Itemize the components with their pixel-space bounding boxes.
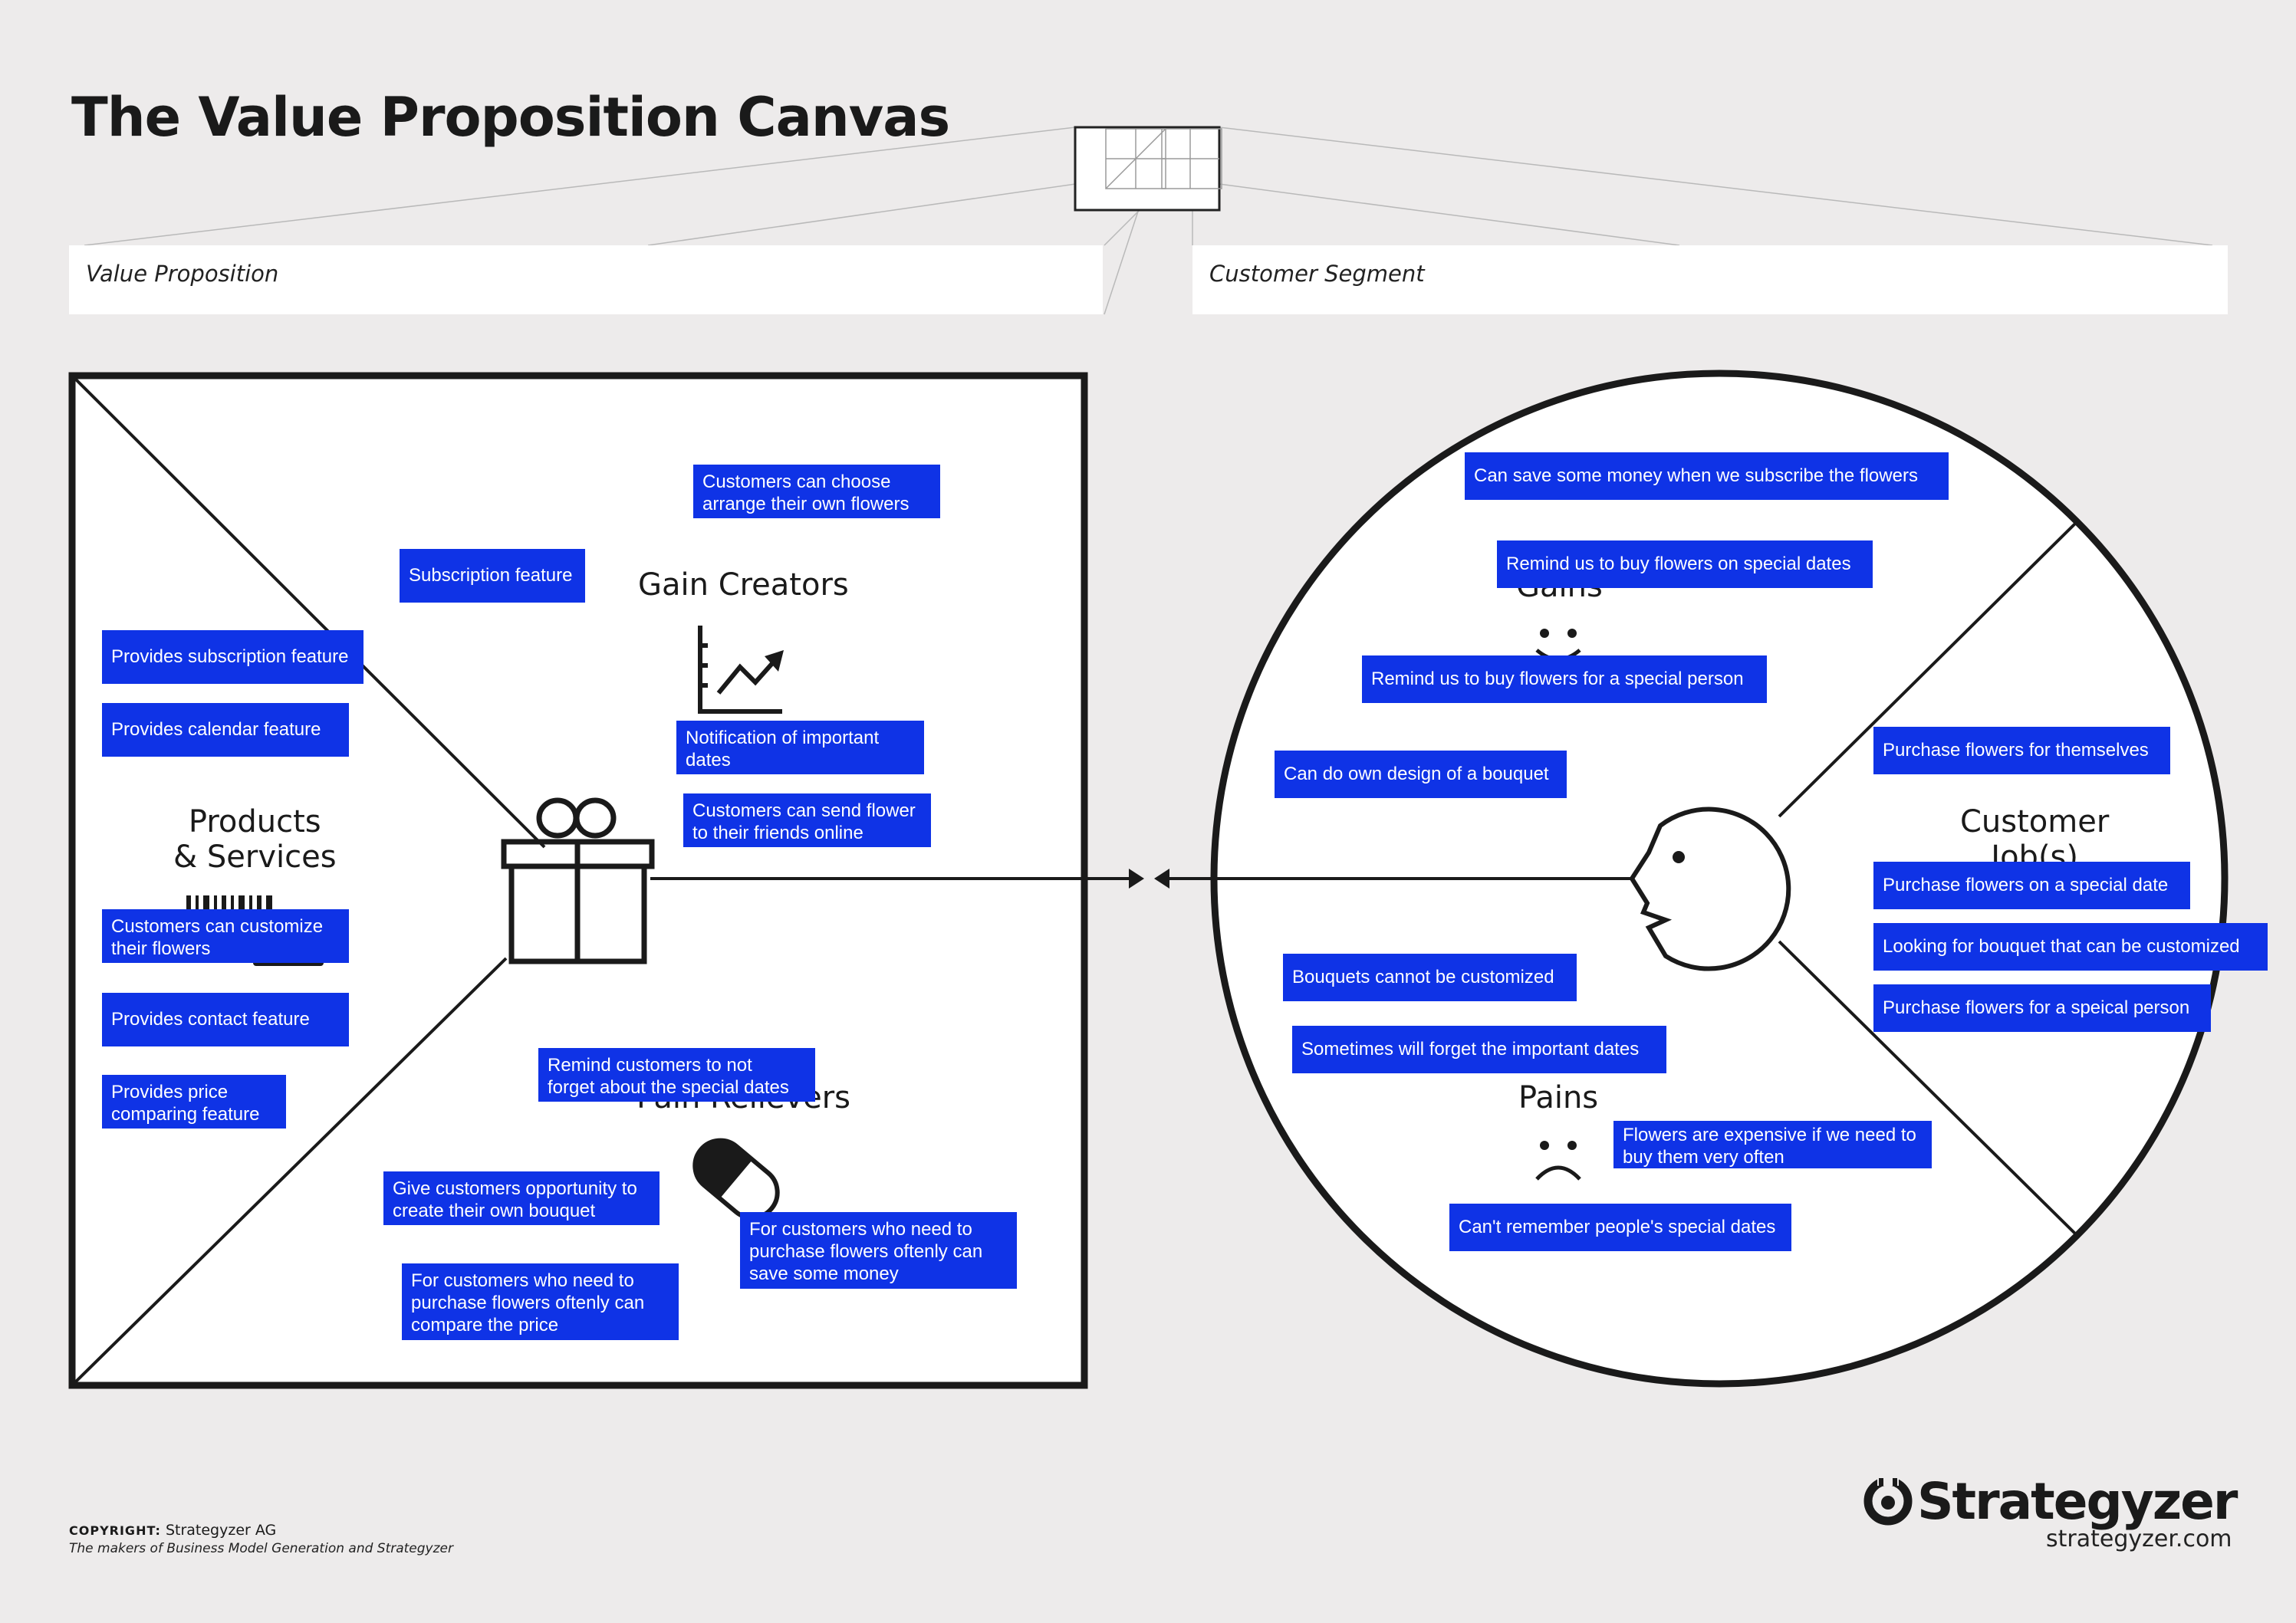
sticky-note-product[interactable]: Provides price comparing feature xyxy=(102,1075,286,1129)
sticky-note-gain-creator[interactable]: Subscription feature xyxy=(400,549,585,603)
arrow-head-left xyxy=(1154,869,1169,889)
sticky-note-product[interactable]: Provides subscription feature xyxy=(102,630,363,684)
sticky-note-gain-creator[interactable]: Customers can send flower to their frien… xyxy=(683,793,931,847)
sticky-note-gain-creator[interactable]: Notification of important dates xyxy=(676,721,924,774)
sticky-note-gain[interactable]: Can do own design of a bouquet xyxy=(1275,751,1567,798)
canvas-thumbnail-diagram xyxy=(84,126,2213,315)
customer-segment-field[interactable]: Customer Segment xyxy=(1192,245,2228,314)
sticky-note-pain-reliever[interactable]: Give customers opportunity to create the… xyxy=(383,1171,660,1225)
sticky-note-job[interactable]: Purchase flowers on a special date xyxy=(1873,862,2190,909)
sticky-note-gain[interactable]: Can save some money when we subscribe th… xyxy=(1465,452,1949,500)
brand-wordmark: Strategyzer xyxy=(1917,1472,2238,1531)
sticky-note-pain-reliever[interactable]: Remind customers to not forget about the… xyxy=(538,1048,815,1102)
arrow-head-right xyxy=(1129,869,1144,889)
copyright-label: COPYRIGHT: xyxy=(69,1523,161,1538)
gift-icon xyxy=(501,797,655,964)
chart-growth-icon xyxy=(698,626,782,714)
sticky-note-product[interactable]: Customers can customize their flowers xyxy=(102,909,349,963)
sticky-note-job[interactable]: Looking for bouquet that can be customiz… xyxy=(1873,923,2268,971)
value-proposition-field[interactable]: Value Proposition xyxy=(69,245,1103,314)
sticky-note-pain-reliever[interactable]: For customers who need to purchase flowe… xyxy=(402,1263,679,1340)
products-services-label: Products & Services xyxy=(173,804,337,875)
strategyzer-logo-icon xyxy=(1863,1477,1913,1526)
frown-icon xyxy=(1535,1141,1581,1181)
copyright: COPYRIGHT: Strategyzer AG xyxy=(69,1522,276,1539)
sticky-note-pain-reliever[interactable]: For customers who need to purchase flowe… xyxy=(740,1212,1017,1289)
sticky-note-gain[interactable]: Remind us to buy flowers on special date… xyxy=(1497,540,1873,588)
brand-url-link[interactable]: strategyzer.com xyxy=(2046,1526,2232,1552)
customer-segment-field-label: Customer Segment xyxy=(1209,261,1425,287)
sticky-note-gain-creator[interactable]: Customers can choose arrange their own f… xyxy=(693,465,940,518)
sticky-note-job[interactable]: Purchase flowers for themselves xyxy=(1873,727,2170,774)
sticky-note-product[interactable]: Provides calendar feature xyxy=(102,703,349,757)
face-profile-icon xyxy=(1629,807,1791,971)
pill-icon xyxy=(692,1138,780,1221)
sticky-note-job[interactable]: Purchase flowers for a speical person xyxy=(1873,984,2211,1032)
gain-creators-label: Gain Creators xyxy=(638,567,849,603)
sticky-note-gain[interactable]: Remind us to buy flowers for a special p… xyxy=(1362,655,1767,703)
makers-tagline: The makers of Business Model Generation … xyxy=(69,1541,453,1556)
page-title: The Value Proposition Canvas xyxy=(71,86,950,149)
copyright-owner: Strategyzer AG xyxy=(165,1522,277,1539)
pains-label: Pains xyxy=(1518,1080,1599,1115)
sticky-note-pain[interactable]: Sometimes will forget the important date… xyxy=(1292,1026,1666,1073)
sticky-note-product[interactable]: Provides contact feature xyxy=(102,993,349,1046)
sticky-note-pain[interactable]: Bouquets cannot be customized xyxy=(1283,954,1577,1001)
value-proposition-field-label: Value Proposition xyxy=(86,261,279,287)
barcode-icon xyxy=(186,895,324,966)
sticky-note-pain[interactable]: Can't remember people's special dates xyxy=(1449,1204,1791,1251)
sticky-note-pain[interactable]: Flowers are expensive if we need to buy … xyxy=(1613,1121,1932,1168)
